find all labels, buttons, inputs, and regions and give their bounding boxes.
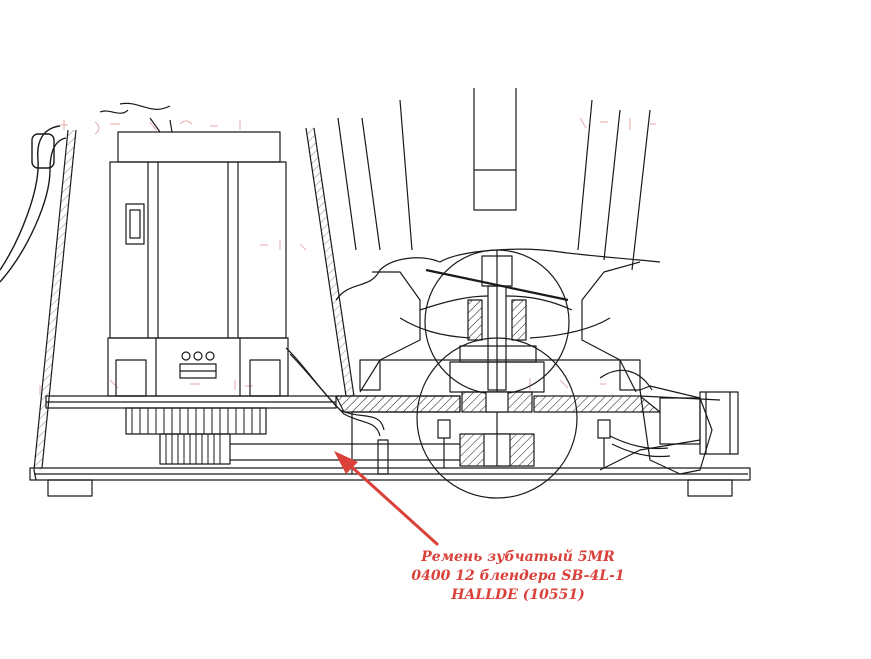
callout-line-3: HALLDE (10551) [451,587,585,603]
callout-arrow [334,451,439,546]
motor-logo-icon [179,351,217,379]
mechanism-linework [0,88,751,499]
callout-line-1: Ремень зубчатый 5MR [421,549,615,565]
watermark [39,117,656,395]
callout-line-2: 0400 12 блендера SB-4L-1 [411,568,625,584]
belt-callout-label: Ремень зубчатый 5MR 0400 12 блендера SB-… [368,548,668,605]
